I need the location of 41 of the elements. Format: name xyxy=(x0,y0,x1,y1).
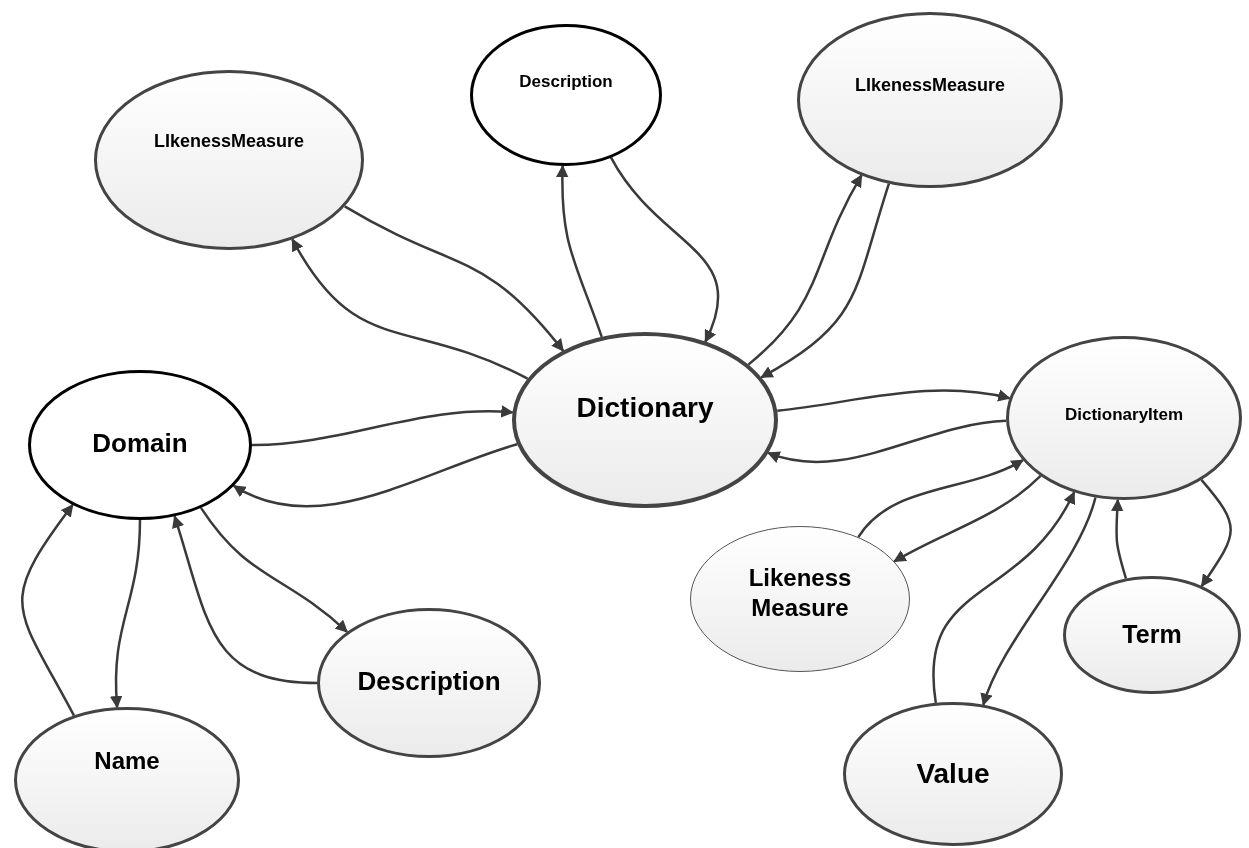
arrow xyxy=(857,459,1024,538)
entity-ellipse xyxy=(843,702,1063,846)
entity-ellipse xyxy=(94,70,364,250)
entity-ellipse xyxy=(797,12,1063,188)
arrow xyxy=(172,515,318,685)
arrow xyxy=(610,157,720,343)
arrow xyxy=(767,419,1007,463)
entity-ellipse xyxy=(1006,336,1242,500)
arrow xyxy=(777,389,1011,413)
entity-ellipse xyxy=(512,332,778,508)
node-label: DictionaryItem xyxy=(1063,404,1185,426)
arrow xyxy=(110,519,142,709)
arrow xyxy=(21,503,76,717)
entity-ellipse xyxy=(28,370,252,520)
node-label: Likeness Measure xyxy=(747,563,853,623)
arrow xyxy=(1110,498,1128,579)
node-label: Domain xyxy=(91,427,189,460)
node-label: LIkenessMeasure xyxy=(152,130,306,153)
entity-ellipse xyxy=(317,608,541,758)
arrow xyxy=(199,507,349,633)
node-label: Description xyxy=(356,665,502,698)
entity-ellipse xyxy=(690,526,910,672)
arrow xyxy=(932,491,1076,703)
node-label: Value xyxy=(915,757,991,791)
node-label: Name xyxy=(93,746,161,776)
entity-ellipse xyxy=(1063,576,1241,694)
node-label: Dictionary xyxy=(575,391,715,425)
arrow xyxy=(251,405,514,447)
entity-ellipse xyxy=(470,24,662,166)
node-label: Term xyxy=(1121,619,1183,650)
arrow xyxy=(1200,479,1232,588)
arrow xyxy=(981,497,1097,706)
arrow xyxy=(747,174,863,366)
arrow xyxy=(232,443,518,508)
arrow xyxy=(291,238,529,380)
node-label: Description xyxy=(518,71,614,93)
arrow xyxy=(760,183,891,379)
arrow xyxy=(556,164,603,338)
arrow xyxy=(344,205,565,352)
arrow xyxy=(893,475,1042,563)
node-label: LIkenessMeasure xyxy=(853,74,1007,97)
